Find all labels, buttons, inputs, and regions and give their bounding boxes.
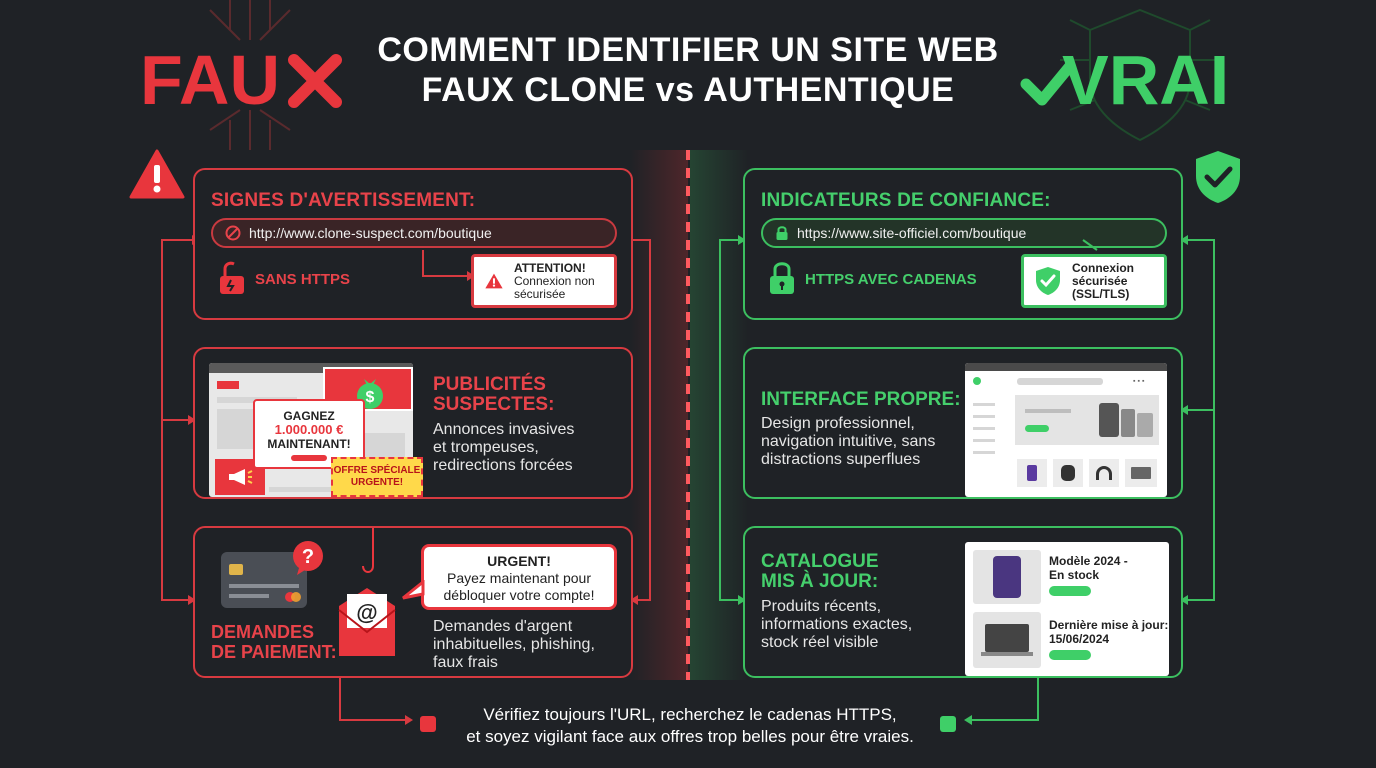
payment-requests-title: DEMANDES DE PAIEMENT: (211, 622, 337, 662)
suspicious-ads-title: PUBLICITÉS SUSPECTES: (433, 374, 555, 415)
clean-interface-card: INTERFACE PROPRE: Design professionnel, … (743, 347, 1183, 499)
payment-requests-description: Demandes d'argent inhabituelles, phishin… (433, 618, 595, 671)
updated-catalog-card: CATALOGUE MIS À JOUR: Produits récents, … (743, 526, 1183, 678)
product-tile-laptop[interactable] (1125, 459, 1157, 487)
suspicious-ads-card: $ GAGNEZ 1.000.000 € MAINTENANT! OFFRE S… (193, 347, 633, 499)
right-connector-lines (719, 235, 1215, 725)
official-url-text: https://www.site-officiel.com/boutique (797, 225, 1027, 241)
updated-catalog-description: Produits récents, informations exactes, … (761, 598, 913, 651)
payment-requests-card: ? @ DEMANDES DE PAIEMENT: URGENT! Payez … (193, 526, 633, 678)
question-bubble-icon: ? (293, 541, 323, 575)
clean-site-mockup: ▪▪▪ (965, 363, 1167, 497)
in-stock-button[interactable] (1049, 586, 1091, 596)
credit-card-icon (221, 552, 307, 608)
blocked-icon (225, 225, 241, 241)
x-mark-icon (288, 54, 342, 108)
catalog-item-laptop[interactable] (973, 612, 1041, 668)
green-marker (940, 716, 956, 732)
bubble-tail (402, 580, 425, 600)
warning-icon (129, 149, 185, 199)
catalog-item-phone[interactable] (973, 550, 1041, 604)
urgent-payment-bubble: URGENT! Payez maintenant pour débloquer … (421, 544, 617, 610)
fake-label: FAU (140, 41, 280, 119)
warning-signs-title: SIGNES D'AVERTISSEMENT: (211, 190, 476, 211)
checkmark-icon (1020, 60, 1076, 106)
trust-indicators-card: INDICATEURS DE CONFIANCE: https://www.si… (743, 168, 1183, 320)
center-divider (686, 150, 690, 680)
real-label: VRAI (1062, 41, 1230, 119)
hero-banner (1015, 395, 1159, 445)
circuit-decoration-left (209, 0, 291, 150)
catalog-item1-text: Modèle 2024 - En stock (1049, 554, 1128, 582)
https-lock-label: HTTPS AVEC CADENAS (805, 271, 977, 288)
catalog-mockup: Modèle 2024 - En stock Dernière mise à j… (965, 542, 1169, 676)
suspect-url-text: http://www.clone-suspect.com/boutique (249, 225, 492, 241)
shield-icon (1036, 267, 1060, 295)
page-title: COMMENT IDENTIFIER UN SITE WEB FAUX CLON… (377, 31, 999, 109)
clean-interface-description: Design professionnel, navigation intuiti… (761, 415, 936, 468)
svg-text:@: @ (356, 600, 377, 625)
secure-connection-popup: Connexion sécurisée (SSL/TLS) (1021, 254, 1167, 308)
broken-lock-icon (220, 261, 244, 294)
official-url-bar[interactable]: https://www.site-officiel.com/boutique (761, 218, 1167, 248)
divider-glow-red (630, 150, 688, 680)
warning-triangle-icon (485, 273, 503, 289)
catalog-item2-text: Dernière mise à jour: 15/06/2024 (1049, 618, 1169, 646)
secure-popup-connector (1082, 239, 1098, 251)
special-offer-badge[interactable]: OFFRE SPÉCIALE URGENTE! (331, 457, 423, 497)
svg-text:$: $ (366, 389, 375, 406)
padlock-icon (770, 262, 794, 294)
svg-text:?: ? (302, 546, 314, 568)
suspicious-ads-description: Annonces invasives et trompeuses, redire… (433, 421, 575, 474)
megaphone-icon (229, 469, 253, 485)
insecure-connection-popup: ATTENTION! Connexion non sécurisée (471, 254, 617, 308)
warning-signs-card: SIGNES D'AVERTISSEMENT: http://www.clone… (193, 168, 633, 320)
product-tile-headphones[interactable] (1089, 459, 1119, 487)
product-tile-watch[interactable] (1053, 459, 1083, 487)
phishing-email-icon: @ (338, 528, 396, 656)
footer-advice: Vérifiez toujours l'URL, recherchez le c… (466, 705, 914, 746)
shield-decoration-right (1060, 8, 1220, 142)
red-marker (420, 716, 436, 732)
no-https-label: SANS HTTPS (255, 271, 351, 288)
lock-icon (776, 226, 788, 240)
suspect-url-bar[interactable]: http://www.clone-suspect.com/boutique (211, 218, 617, 248)
popup-text: Connexion non sécurisée (513, 273, 595, 301)
updated-catalog-title: CATALOGUE MIS À JOUR: (761, 551, 879, 592)
update-button[interactable] (1049, 650, 1091, 660)
product-tile-phone[interactable] (1017, 459, 1047, 487)
trust-indicators-title: INDICATEURS DE CONFIANCE: (761, 190, 1051, 211)
clean-interface-title: INTERFACE PROPRE: (761, 389, 961, 410)
popup-title: ATTENTION! (513, 260, 586, 275)
shield-check-icon (1196, 151, 1240, 203)
